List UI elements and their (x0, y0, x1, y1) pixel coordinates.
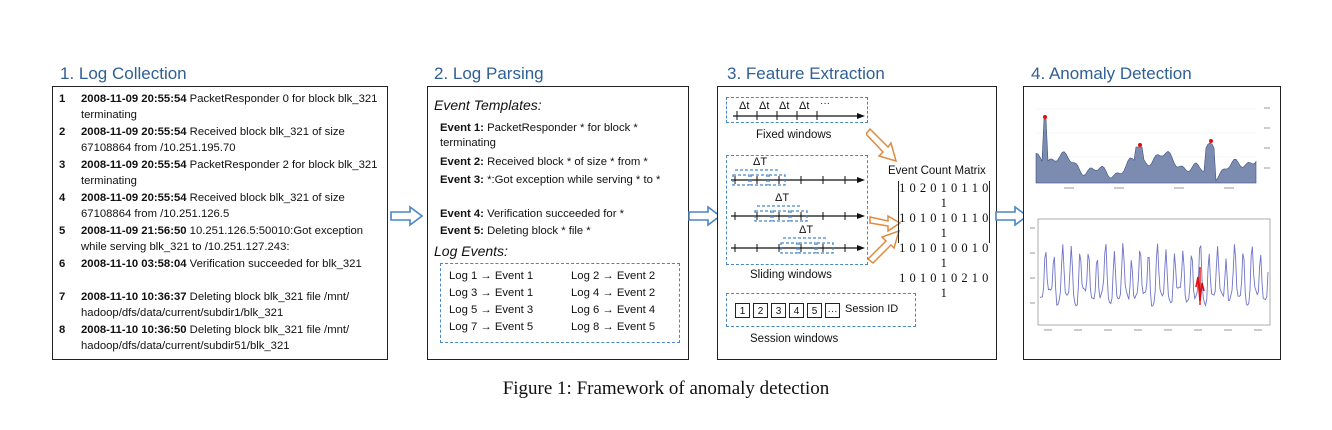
session-cell: 5 (807, 303, 822, 318)
flow-arrow-icon (390, 205, 424, 227)
event-count-matrix-title: Event Count Matrix (888, 165, 986, 177)
sliding-windows-label: Sliding windows (750, 269, 832, 281)
section-title-anomaly-detection: 4. Anomaly Detection (1031, 64, 1192, 83)
anomaly-charts (1030, 107, 1271, 331)
arrow-right-icon: → (602, 287, 614, 299)
matrix-row: 1 0 2 0 1 0 1 1 0 1 (899, 181, 989, 210)
arrow-right-icon: → (480, 321, 492, 333)
event-count-matrix: 1 0 2 0 1 0 1 1 0 1 1 0 1 0 1 0 1 1 0 1 … (898, 181, 990, 300)
matrix-row: 1 0 1 0 1 0 1 1 0 1 (899, 211, 989, 240)
delta-t-label: Δt (799, 100, 810, 112)
log-event-pair: Log 1 → Event 1 (449, 270, 534, 282)
anomaly-detection-panel (1023, 86, 1281, 360)
arrow-right-icon: → (480, 270, 492, 282)
delta-t-label: Δt (779, 100, 790, 112)
event-template: Event 1: PacketResponder * for block * t… (440, 122, 638, 149)
log-event-pair: Log 3 → Event 1 (449, 287, 534, 299)
session-cell: 2 (753, 303, 768, 318)
flow-arrow-icon (995, 205, 1029, 227)
delta-t-label: Δt (759, 100, 770, 112)
log-events-box: Log 1 → Event 1 Log 2 → Event 2 Log 3 → … (440, 263, 680, 343)
fixed-windows-timeline (733, 111, 865, 120)
log-event-pair: Log 4 → Event 2 (571, 287, 656, 299)
log-events-heading: Log Events: (434, 243, 508, 259)
event-template: Event 4: Verification succeeded for * (440, 208, 624, 220)
big-delta-t-label: ΔT (753, 156, 768, 168)
section-title-log-collection: 1. Log Collection (60, 64, 187, 83)
session-windows-label: Session windows (750, 333, 839, 345)
log-event-pair: Log 2 → Event 2 (571, 270, 656, 282)
log-event-pair: Log 8 → Event 5 (571, 321, 656, 333)
fixed-windows-box: Δt Δt Δt Δt ··· (726, 97, 868, 123)
session-cell: 4 (789, 303, 804, 318)
session-windows-box: 1 2 3 4 5 ··· Session ID (726, 293, 916, 327)
arrow-right-icon: → (602, 304, 614, 316)
log-event-pair: Log 7 → Event 5 (449, 321, 534, 333)
matrix-row: 1 0 1 0 1 0 2 1 0 1 (899, 271, 989, 300)
to-matrix-arrows (866, 127, 902, 265)
arrow-right-icon: → (602, 270, 614, 282)
arrow-right-icon: → (480, 304, 492, 316)
arrow-right-icon: → (480, 287, 492, 299)
section-title-log-parsing: 2. Log Parsing (434, 64, 544, 83)
log-event-pair: Log 5 → Event 3 (449, 304, 534, 316)
event-template: Event 3: *:Got exception while serving *… (440, 174, 661, 186)
sliding-windows-timelines (731, 169, 865, 254)
session-cell: 1 (735, 303, 750, 318)
big-delta-t-label: ΔT (775, 192, 790, 204)
feature-extraction-panel: Δt Δt Δt Δt ··· Fixed windows (717, 86, 997, 360)
arrow-right-icon: → (602, 321, 614, 333)
log-parsing-panel: Event Templates: Event 1: PacketResponde… (427, 86, 689, 360)
ellipsis-label: ··· (820, 98, 830, 109)
top-area-chart (1035, 107, 1270, 189)
event-template: Event 2: Received block * of size * from… (440, 156, 648, 168)
figure-caption: Figure 1: Framework of anomaly detection (502, 378, 830, 399)
section-title-feature-extraction: 3. Feature Extraction (727, 64, 885, 83)
big-delta-t-label: ΔT (799, 224, 814, 236)
session-cell: ··· (825, 303, 840, 318)
bottom-line-chart (1030, 218, 1271, 331)
session-cell: 3 (771, 303, 786, 318)
event-template: Event 5: Deleting block * file * (440, 225, 591, 237)
delta-t-label: Δt (739, 100, 750, 112)
fixed-windows-label: Fixed windows (756, 129, 832, 141)
session-id-label: Session ID (845, 303, 899, 315)
sliding-windows-box: ΔT ΔT ΔT (726, 155, 868, 265)
matrix-row: 1 0 1 0 1 0 0 1 0 1 (899, 241, 989, 270)
log-event-pair: Log 6 → Event 4 (571, 304, 656, 316)
event-templates-heading: Event Templates: (434, 97, 542, 113)
flow-arrow-icon (688, 205, 722, 227)
